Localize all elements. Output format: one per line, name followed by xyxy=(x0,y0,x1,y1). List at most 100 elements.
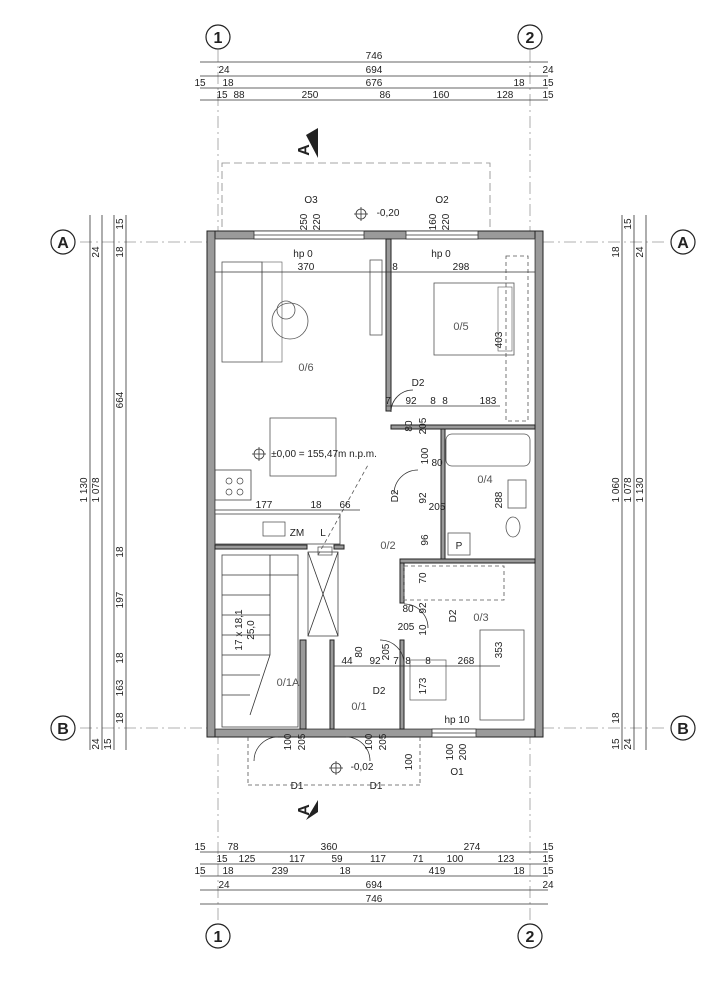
svg-text:1 060: 1 060 xyxy=(611,477,622,502)
svg-text:15: 15 xyxy=(542,78,554,89)
svg-text:8: 8 xyxy=(405,656,411,667)
svg-text:664: 664 xyxy=(115,391,126,408)
svg-text:205: 205 xyxy=(381,643,392,660)
svg-text:2: 2 xyxy=(526,929,535,946)
hp-left: hp 0 xyxy=(293,249,313,260)
room-label-01a: 0/1A xyxy=(277,677,300,689)
svg-text:80: 80 xyxy=(404,420,415,432)
svg-text:403: 403 xyxy=(494,331,505,348)
svg-text:71: 71 xyxy=(412,854,424,865)
axis-bubble-2-top: 2 xyxy=(517,24,543,50)
svg-text:353: 353 xyxy=(494,641,505,658)
svg-text:59: 59 xyxy=(331,854,343,865)
svg-text:24: 24 xyxy=(91,738,102,750)
svg-text:15: 15 xyxy=(216,90,228,101)
svg-text:92: 92 xyxy=(405,396,417,407)
svg-text:8: 8 xyxy=(430,396,436,407)
svg-text:197: 197 xyxy=(115,591,126,608)
svg-text:66: 66 xyxy=(339,500,351,511)
room-label-02: 0/2 xyxy=(380,540,395,552)
exterior-walls xyxy=(206,230,544,738)
stairs-label-2: 25,0 xyxy=(246,620,257,640)
svg-text:18: 18 xyxy=(222,78,234,89)
svg-text:±0,00 = 155,47m n.p.m.: ±0,00 = 155,47m n.p.m. xyxy=(271,449,377,460)
stairs-label: 17 x 18,1 xyxy=(234,609,245,651)
room-label-04: 0/4 xyxy=(477,474,492,486)
svg-text:173: 173 xyxy=(418,677,429,694)
hallway-closet xyxy=(307,551,339,637)
svg-text:18: 18 xyxy=(115,246,126,258)
bottom-dimension-chains: 15 78 360 274 15 15 125 117 59 117 71 10… xyxy=(194,842,554,905)
svg-text:B: B xyxy=(677,721,689,738)
svg-text:15: 15 xyxy=(542,854,554,865)
svg-text:298: 298 xyxy=(453,262,470,273)
bathroom-fixtures: P xyxy=(445,433,531,556)
svg-text:288: 288 xyxy=(494,491,505,508)
svg-text:A: A xyxy=(296,144,313,156)
svg-text:88: 88 xyxy=(233,90,245,101)
svg-text:15: 15 xyxy=(542,842,554,853)
svg-text:1 078: 1 078 xyxy=(91,477,102,502)
svg-text:1 078: 1 078 xyxy=(623,477,634,502)
bedroom-05-bed xyxy=(433,255,529,422)
svg-text:18: 18 xyxy=(339,866,351,877)
svg-text:24: 24 xyxy=(635,246,646,258)
svg-text:1: 1 xyxy=(214,929,223,946)
axis-bubble-2-bottom: 2 xyxy=(517,923,543,949)
svg-text:24: 24 xyxy=(218,65,230,76)
svg-text:15: 15 xyxy=(194,78,206,89)
svg-text:80: 80 xyxy=(354,646,365,658)
kitchen: ZM L xyxy=(214,469,341,556)
left-dimension-chains: 24 15 18 1 130 1 078 664 18 197 18 163 1… xyxy=(79,215,127,750)
living-room-furniture xyxy=(221,259,383,477)
axis-bubble-1-bottom: 1 xyxy=(205,923,231,949)
svg-text:370: 370 xyxy=(298,262,315,273)
svg-text:746: 746 xyxy=(366,51,383,62)
svg-text:24: 24 xyxy=(542,880,554,891)
hp-right: hp 0 xyxy=(431,249,451,260)
svg-text:8: 8 xyxy=(392,262,398,273)
svg-text:A: A xyxy=(57,235,69,252)
section-marker-bottom: A xyxy=(296,800,318,820)
svg-text:205: 205 xyxy=(418,417,429,434)
svg-text:100: 100 xyxy=(420,447,431,464)
svg-text:117: 117 xyxy=(289,854,305,865)
svg-text:100: 100 xyxy=(447,854,464,865)
svg-text:15: 15 xyxy=(103,738,114,750)
dim-o2-220: 220 xyxy=(441,213,452,230)
svg-text:92: 92 xyxy=(369,656,381,667)
dim-o2-160: 160 xyxy=(428,213,439,230)
datum-marker: ±0,00 = 155,47m n.p.m. xyxy=(252,447,377,461)
svg-text:205: 205 xyxy=(297,733,308,750)
svg-text:18: 18 xyxy=(513,866,525,877)
svg-text:15: 15 xyxy=(115,218,126,230)
label-l: L xyxy=(320,528,326,539)
svg-text:268: 268 xyxy=(458,656,475,667)
svg-text:128: 128 xyxy=(497,90,514,101)
svg-text:18: 18 xyxy=(115,652,126,664)
svg-text:A: A xyxy=(677,235,689,252)
svg-text:18: 18 xyxy=(115,546,126,558)
hp-bottom: hp 10 xyxy=(444,715,469,726)
svg-text:24: 24 xyxy=(542,65,554,76)
svg-text:B: B xyxy=(57,721,69,738)
window-label-o2: O2 xyxy=(435,195,449,206)
svg-text:100: 100 xyxy=(445,743,456,760)
room-label-05: 0/5 xyxy=(453,321,468,333)
bedroom-03-bed xyxy=(403,565,525,721)
staircase: 17 x 18,1 25,0 xyxy=(221,554,299,728)
svg-text:100: 100 xyxy=(283,733,294,750)
axis-bubble-b-right: B xyxy=(670,715,696,741)
door-label-d2-c: D2 xyxy=(448,609,459,622)
inner-dimensions: 370 8 298 403 7 92 8 8 183 80 205 100 80… xyxy=(215,262,535,770)
svg-text:1: 1 xyxy=(214,30,223,47)
svg-text:70: 70 xyxy=(418,572,429,584)
svg-text:250: 250 xyxy=(302,90,319,101)
svg-text:419: 419 xyxy=(429,866,446,877)
room-label-06: 0/6 xyxy=(298,362,313,374)
svg-text:80: 80 xyxy=(431,458,443,469)
svg-text:15: 15 xyxy=(216,854,228,865)
svg-text:18: 18 xyxy=(513,78,525,89)
svg-text:10: 10 xyxy=(418,624,429,636)
svg-text:694: 694 xyxy=(366,65,383,76)
